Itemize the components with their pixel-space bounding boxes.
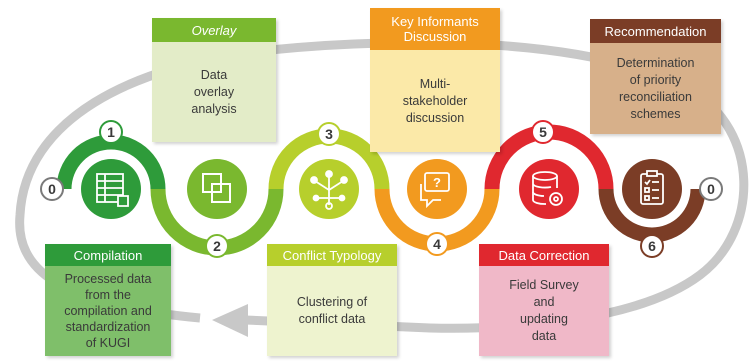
recommendation-card: Recommendation Determination of priority… bbox=[590, 19, 721, 134]
data-correction-title: Data Correction bbox=[479, 244, 609, 266]
recommendation-title: Recommendation bbox=[590, 19, 721, 43]
data-correction-card: Data Correction Field Survey and updatin… bbox=[479, 244, 609, 356]
step-badge-2: 2 bbox=[205, 234, 229, 258]
step-badge-5: 5 bbox=[531, 120, 555, 144]
database-table-icon bbox=[96, 173, 129, 207]
compilation-card: Compilation Processed data from the comp… bbox=[45, 244, 171, 356]
database-gear-icon bbox=[532, 171, 563, 206]
key-informants-body: Multi- stakeholder discussion bbox=[402, 76, 468, 125]
svg-text:?: ? bbox=[433, 175, 441, 190]
step-badge-start: 0 bbox=[40, 177, 64, 201]
chat-question-icon: ? bbox=[420, 172, 450, 209]
compilation-body: Processed data from the compilation and … bbox=[64, 272, 152, 350]
recommendation-body: Determination of priority reconciliation… bbox=[616, 55, 695, 121]
step-1-circle bbox=[81, 159, 141, 219]
step-badge-3: 3 bbox=[317, 122, 341, 146]
overlay-title: Overlay bbox=[152, 18, 276, 42]
step-5-circle bbox=[519, 159, 579, 219]
key-informants-title: Key Informants Discussion bbox=[370, 8, 500, 50]
network-node-icon bbox=[310, 170, 348, 210]
step-badge-6: 6 bbox=[640, 234, 664, 258]
step-badge-end: 0 bbox=[699, 177, 723, 201]
step-badge-4: 4 bbox=[425, 232, 449, 256]
conflict-typology-card: Conflict Typology Clustering of conflict… bbox=[267, 244, 397, 356]
conflict-typology-title: Conflict Typology bbox=[267, 244, 397, 266]
step-4-circle bbox=[407, 159, 467, 219]
data-correction-body: Field Survey and updating data bbox=[509, 278, 579, 343]
key-informants-card: Key Informants Discussion Multi- stakeho… bbox=[370, 8, 500, 152]
step-6-circle bbox=[622, 159, 682, 219]
loop-arrowhead bbox=[212, 304, 248, 337]
overlay-card: Overlay Data overlay analysis bbox=[152, 18, 276, 142]
conflict-typology-body: Clustering of conflict data bbox=[296, 295, 368, 326]
step-badge-1: 1 bbox=[99, 120, 123, 144]
overlay-body: Data overlay analysis bbox=[191, 67, 237, 116]
compilation-title: Compilation bbox=[45, 244, 171, 266]
overlay-squares-icon bbox=[202, 173, 231, 203]
step-2-circle bbox=[187, 159, 247, 219]
clipboard-checklist-icon bbox=[640, 170, 664, 205]
